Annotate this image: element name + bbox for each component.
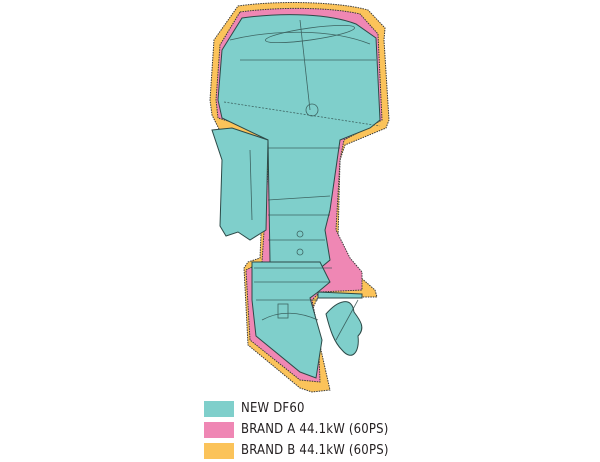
legend-item-brand-b: BRAND B 44.1kW (60PS)	[204, 440, 389, 461]
legend-label: NEW DF60	[241, 401, 305, 416]
legend-label: BRAND A 44.1kW (60PS)	[241, 422, 389, 437]
df60-detail-lines	[223, 19, 381, 341]
df60-silhouette	[211, 14, 381, 379]
outboard-comparison-diagram	[209, 2, 390, 393]
swatch-brand-a	[204, 421, 234, 438]
swatch-new-df60	[204, 400, 234, 417]
legend-label: BRAND B 44.1kW (60PS)	[241, 443, 389, 458]
legend-item-brand-a: BRAND A 44.1kW (60PS)	[204, 419, 389, 440]
legend: NEW DF60 BRAND A 44.1kW (60PS) BRAND B 4…	[204, 398, 389, 461]
swatch-brand-b	[204, 442, 234, 459]
legend-item-new-df60: NEW DF60	[204, 398, 389, 419]
